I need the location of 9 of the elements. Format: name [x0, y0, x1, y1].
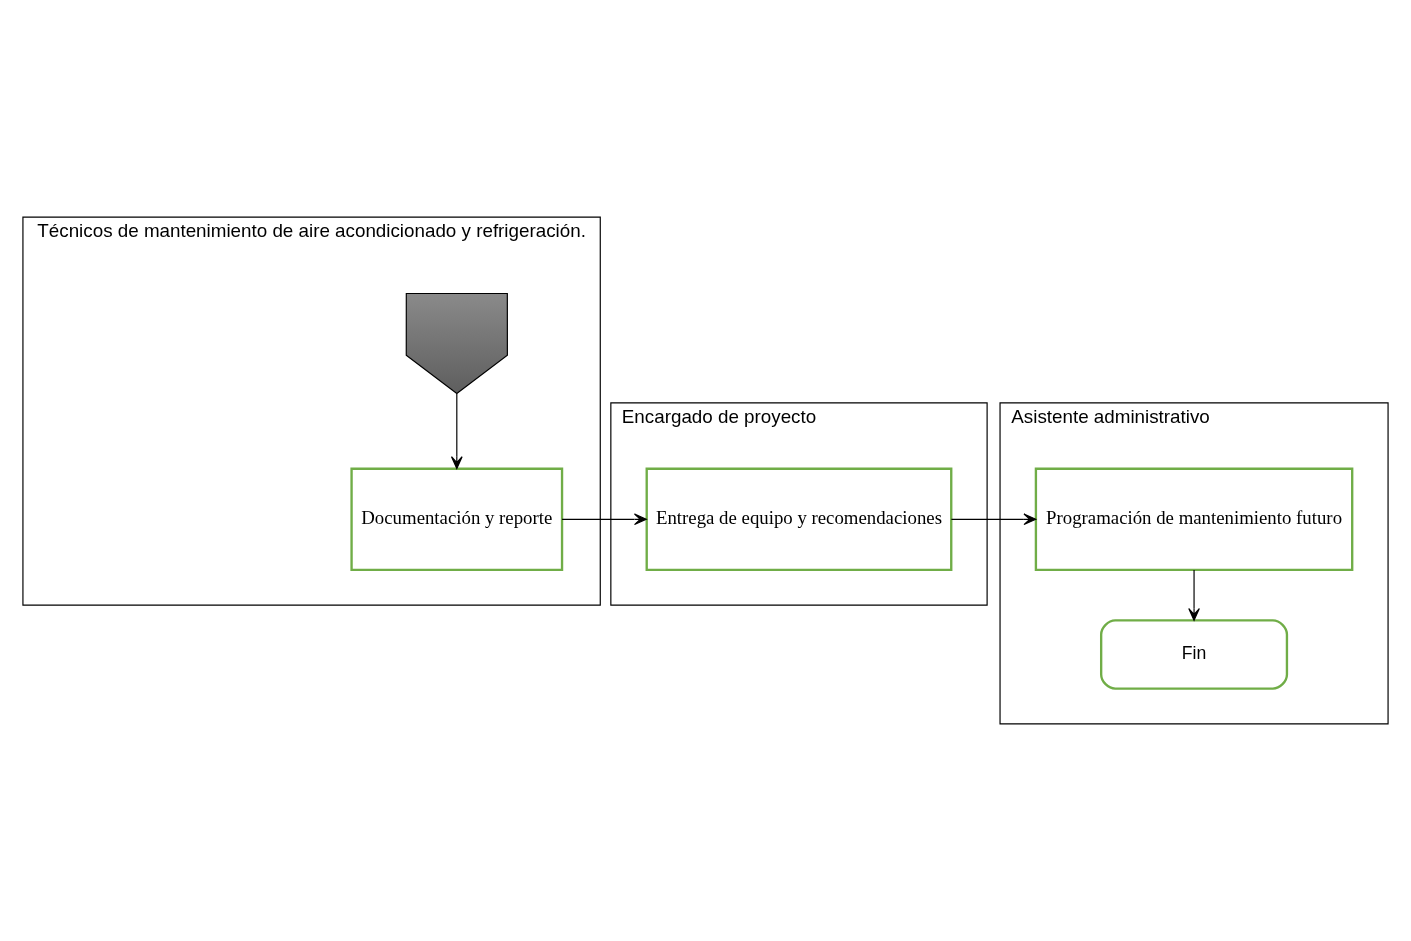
node-box: Documentación y reporte: [350, 467, 564, 572]
arrow: [450, 392, 463, 470]
arrow: [1188, 569, 1200, 621]
node-box: Programación de mantenimiento futuro: [1034, 467, 1354, 572]
arrow: [950, 513, 1037, 526]
node-box: Entrega de equipo y recomendaciones: [645, 467, 953, 572]
arrow: [561, 513, 647, 526]
node-box: Fin: [1100, 619, 1289, 690]
node-pentagon: [405, 292, 508, 395]
